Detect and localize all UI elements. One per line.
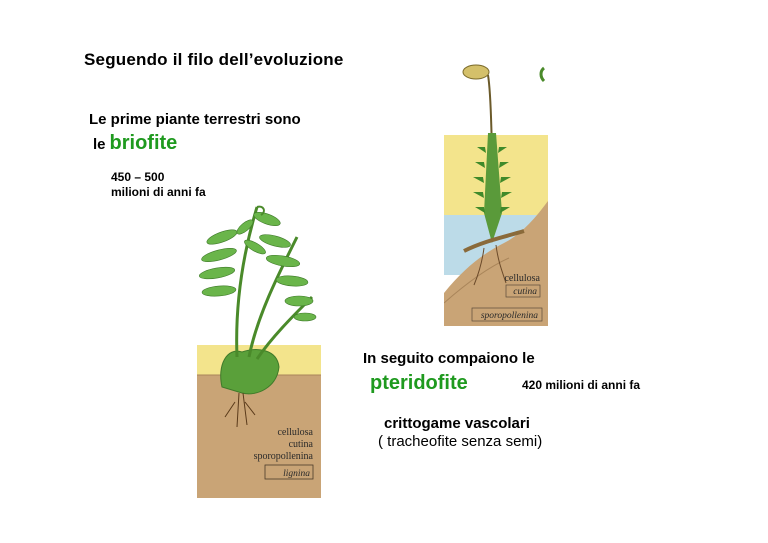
pteridofite-highlight: pteridofite — [370, 372, 468, 394]
intro-line-1: Le prime piante terrestri sono — [89, 111, 301, 128]
pteridofite-date: 420 milioni di anni fa — [522, 378, 641, 392]
briofite-highlight: briofite — [109, 132, 178, 154]
fern-label-lignina: lignina — [283, 469, 310, 479]
page-title: Seguendo il filo dell’evoluzione — [84, 50, 344, 69]
moss-drawing: cellulosa cutina sporopollenina — [444, 53, 548, 326]
crittogame-subtitle: crittogame vascolari — [384, 415, 530, 432]
section2-line-1: In seguito compaiono le — [363, 350, 535, 367]
briofite-date-range: 450 – 500 — [111, 170, 165, 184]
fern-label-sporopollenina: sporopollenina — [254, 451, 314, 462]
intro-prefix: le — [93, 136, 106, 153]
fern-drawing: cellulosa cutina sporopollenina lignina — [197, 197, 321, 498]
fern-label-cutina: cutina — [289, 439, 314, 450]
moss-label-cutina: cutina — [513, 287, 537, 297]
moss-label-sporopollenina: sporopollenina — [481, 311, 538, 321]
moss-label-cellulosa: cellulosa — [504, 273, 540, 284]
briofite-date-unit: milioni di anni fa — [111, 185, 206, 199]
briofite-date: 450 – 500 milioni di anni fa — [111, 170, 206, 200]
fern-illustration: cellulosa cutina sporopollenina lignina — [197, 197, 321, 498]
fern-label-cellulosa: cellulosa — [277, 427, 313, 438]
moss-illustration: cellulosa cutina sporopollenina — [444, 53, 548, 326]
tracheofite-note: ( tracheofite senza semi) — [378, 433, 543, 450]
